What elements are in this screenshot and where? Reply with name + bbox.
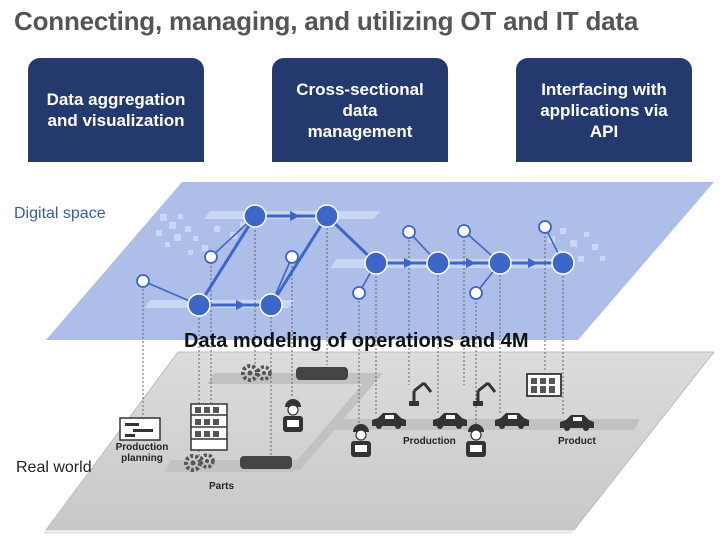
car-icon-2 (433, 413, 467, 429)
car-icon-3 (495, 413, 529, 429)
real-world-label: Real world (16, 459, 92, 476)
cross-sectional-label: Cross-sectional data management (296, 79, 424, 141)
page-title: Connecting, managing, and utilizing OT a… (14, 6, 639, 36)
worker-icon-2 (351, 424, 371, 457)
flow-arrows (236, 211, 538, 310)
drop-lines (142, 216, 564, 458)
pallet-upper (296, 367, 348, 380)
robot-arm-icon-1 (409, 381, 433, 406)
gears-icon-upper (241, 364, 272, 382)
real-world-plane-edge (44, 530, 574, 534)
worker-icon-3 (466, 424, 486, 457)
production-planning-label: Production planning (115, 442, 169, 464)
robot-arm-icon-2 (473, 381, 497, 406)
data-modeling-label: Data modeling of operations and 4M (184, 330, 529, 352)
gears-icon-lower (184, 453, 215, 472)
digital-space-label: Digital space (14, 205, 106, 222)
parts-shelf-icon (190, 403, 228, 451)
product-label: Product (558, 436, 596, 447)
small-nodes (136, 220, 552, 300)
cross-sectional-box: Cross-sectional data management (272, 58, 448, 162)
api-interfacing-label: Interfacing with applications via API (540, 79, 668, 141)
data-aggregation-label: Data aggregation and visualization (46, 90, 186, 130)
production-planning-icon (119, 417, 161, 441)
data-aggregation-box: Data aggregation and visualization (28, 58, 204, 162)
pallet-lower (240, 456, 292, 469)
worker-icon-1 (283, 399, 303, 432)
factory-icon (526, 373, 562, 397)
production-label: Production (403, 436, 456, 447)
large-nodes (187, 204, 575, 317)
real-world-plane (45, 351, 716, 531)
parts-label: Parts (209, 481, 235, 492)
car-icon-1 (372, 413, 406, 429)
api-interfacing-box: Interfacing with applications via API (516, 58, 692, 162)
car-icon-product (560, 415, 594, 431)
